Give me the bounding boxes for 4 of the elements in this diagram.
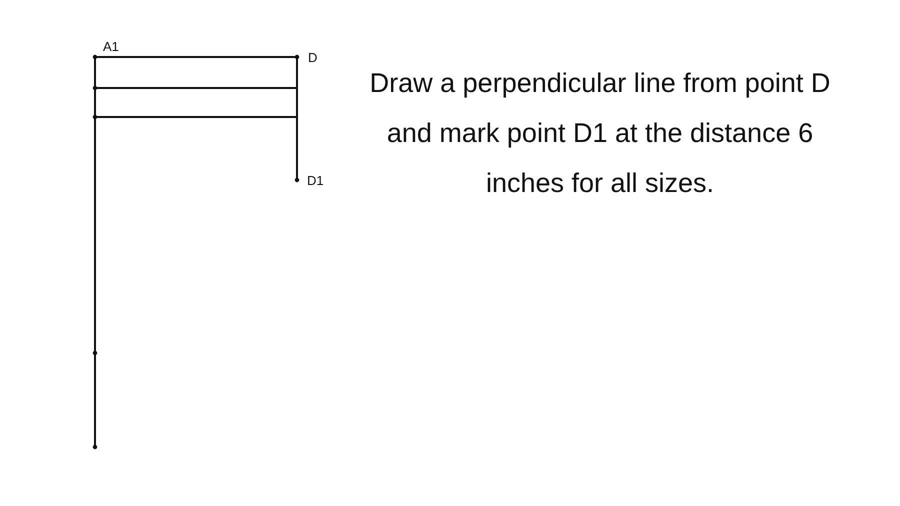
point-label: A1 — [103, 39, 119, 54]
instruction-text: Draw a perpendicular line from point D and mark point D1 at the distance 6 inches for all sizes. — [368, 67, 832, 200]
point-label: D1 — [307, 173, 324, 188]
point-label: D — [308, 50, 318, 65]
